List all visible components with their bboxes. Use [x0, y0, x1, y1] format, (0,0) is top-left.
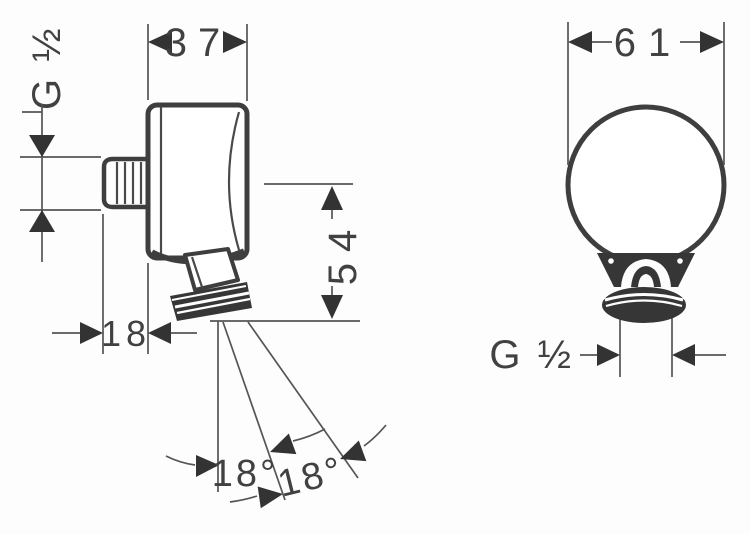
arrowhead-up-icon — [321, 186, 343, 210]
leader-arc — [165, 455, 196, 466]
angle-line-36 — [247, 321, 359, 479]
dim-width-label: 37 — [165, 21, 232, 65]
arrowhead-left-icon — [270, 433, 297, 455]
outlet-nut-stripe-2 — [605, 299, 683, 308]
joint-pin-right — [677, 258, 683, 264]
outlet-thread-label: G ½ — [489, 333, 574, 377]
joint-pin-left — [608, 258, 614, 264]
arrowhead-left-icon — [148, 322, 171, 344]
dim-height-label: 54 — [321, 219, 365, 286]
face-curve — [227, 111, 241, 251]
arrowhead-down-icon — [321, 295, 343, 319]
collar-inner-line — [190, 256, 204, 288]
dim-outlet-thread: G ½ — [489, 333, 726, 377]
arrowhead-right-icon — [80, 322, 103, 344]
escutcheon-circle — [565, 104, 727, 266]
arrowhead-left-icon — [148, 31, 172, 53]
angle-arrow-right-low — [257, 486, 283, 509]
nut-stripe-1 — [174, 291, 250, 309]
angle-arrow-left-up — [270, 433, 297, 455]
swivel-collar — [183, 247, 240, 292]
angle-label-1: 18° — [212, 453, 278, 495]
arrowhead-up-icon — [29, 210, 55, 232]
arrowhead-right-icon — [700, 31, 724, 53]
dim-diameter-61: 61 — [567, 21, 725, 165]
arrowhead-right-icon — [196, 455, 219, 477]
angle-arrow-left-right — [340, 440, 367, 462]
leader-arc — [229, 495, 258, 503]
leader-arc — [363, 424, 387, 447]
arrowhead-right-icon — [257, 486, 283, 509]
arrowhead-left-icon — [340, 440, 367, 462]
arrowhead-left-icon — [568, 31, 592, 53]
nut-stripe-2 — [176, 297, 251, 315]
arrowhead-left-icon — [672, 344, 695, 366]
inlet-thread-label: G ½ — [25, 25, 69, 110]
thread-lines — [115, 162, 143, 204]
outlet-nut — [602, 287, 686, 323]
dim-diameter-label: 61 — [614, 21, 683, 65]
dim-height-54: 54 — [210, 183, 365, 322]
front-view — [565, 104, 727, 377]
arrowhead-right-icon — [223, 31, 247, 53]
nut-separator-line — [171, 285, 247, 301]
angle-label-2: 18° — [274, 449, 349, 506]
outlet-nut-stripe-1 — [604, 293, 684, 302]
dim-width-37: 37 — [147, 21, 248, 101]
arrowhead-down-icon — [29, 135, 55, 157]
joint-inner-dome — [638, 274, 654, 287]
dim-inlet-thread: G ½ — [20, 25, 101, 262]
angle-line-18 — [222, 321, 286, 501]
side-view — [101, 102, 252, 321]
arrowhead-right-icon — [597, 344, 620, 366]
leader-arc — [292, 428, 326, 442]
dim-projection-label: 18 — [101, 313, 151, 354]
escutcheon-body — [145, 102, 250, 261]
dim-projection-18: 18 — [52, 214, 197, 354]
dim-swivel-angles: 18° 18° — [165, 321, 387, 509]
